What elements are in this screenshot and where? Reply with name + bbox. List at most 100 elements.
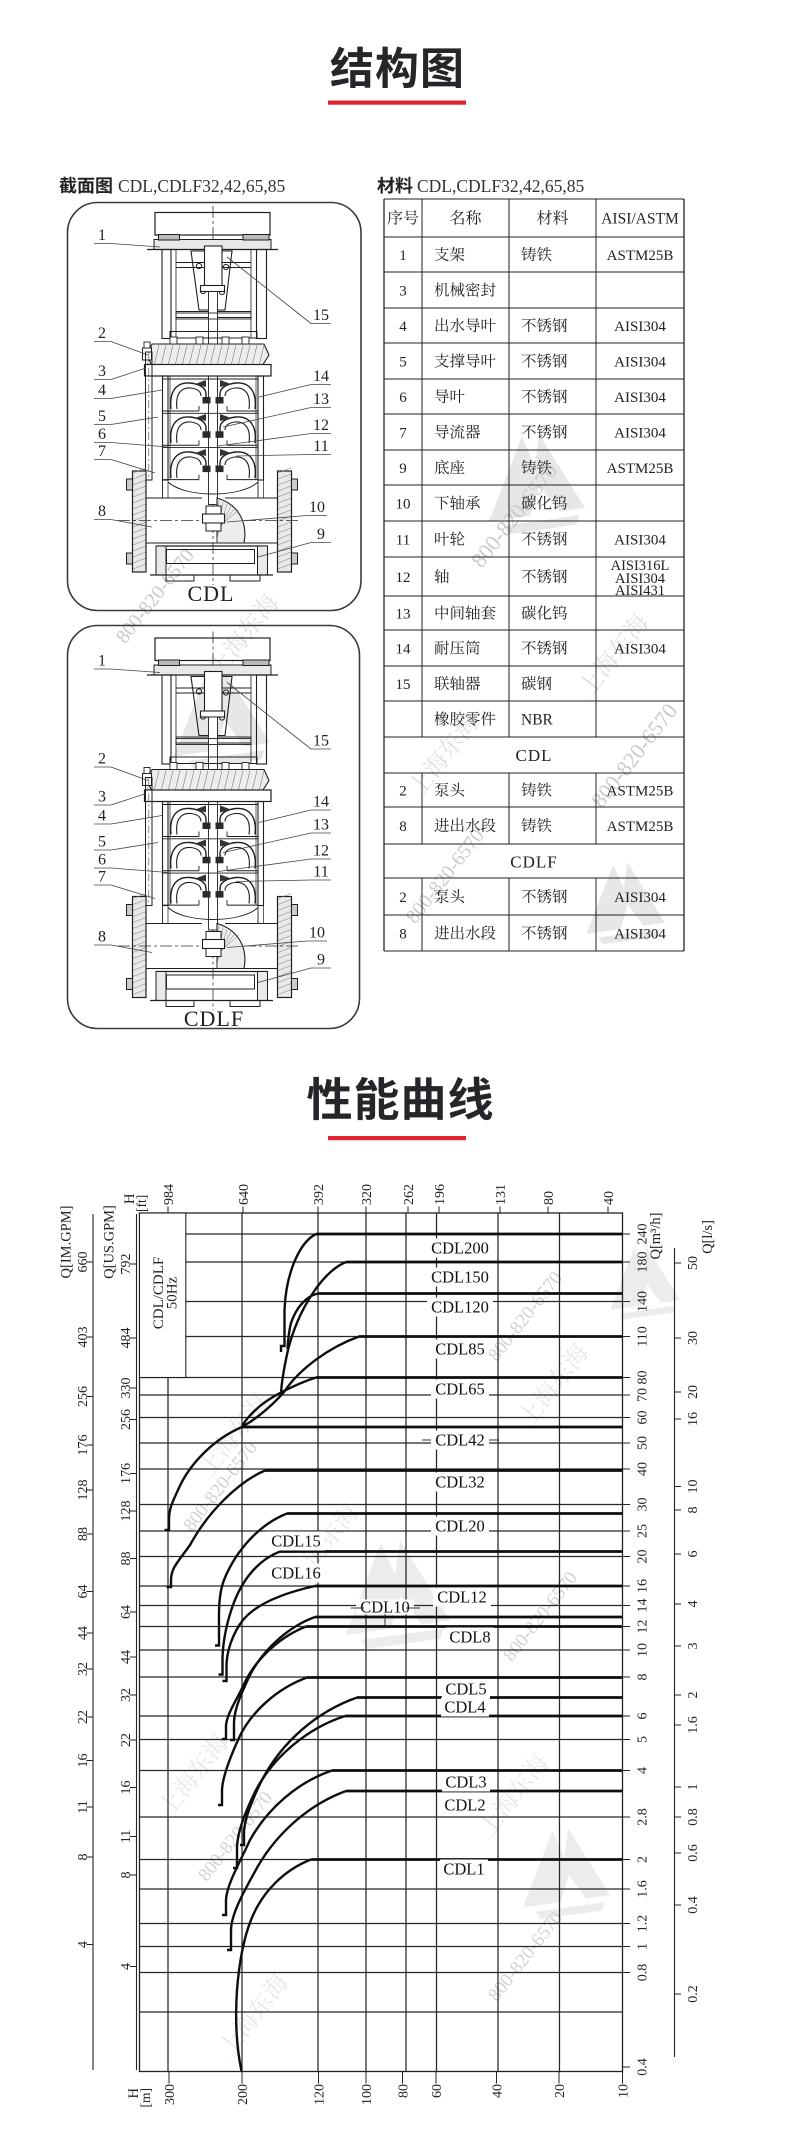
svg-text:H: H	[122, 1193, 138, 1204]
svg-text:8: 8	[636, 1674, 651, 1681]
svg-text:403: 403	[76, 1327, 91, 1348]
svg-text:11: 11	[119, 1830, 134, 1843]
svg-text:5: 5	[399, 355, 407, 371]
svg-text:4: 4	[399, 319, 407, 335]
svg-text:262: 262	[402, 1184, 417, 1205]
svg-text:22: 22	[119, 1733, 134, 1747]
svg-text:64: 64	[119, 1605, 134, 1619]
svg-text:40: 40	[636, 1462, 651, 1476]
svg-text:14: 14	[636, 1599, 651, 1613]
svg-text:CDL42: CDL42	[435, 1431, 485, 1450]
svg-text:0.8: 0.8	[686, 1808, 701, 1826]
svg-text:6: 6	[98, 426, 106, 443]
svg-text:AISI431: AISI431	[615, 583, 665, 599]
svg-text:3: 3	[399, 284, 407, 300]
svg-text:44: 44	[119, 1650, 134, 1664]
svg-text:Q[l/s]: Q[l/s]	[700, 1220, 716, 1254]
svg-text:10: 10	[617, 2084, 632, 2098]
svg-text:6: 6	[399, 390, 407, 406]
svg-text:[m]: [m]	[138, 2088, 153, 2108]
svg-text:AISI304: AISI304	[615, 571, 666, 587]
svg-text:11: 11	[313, 438, 328, 455]
svg-text:1.6: 1.6	[686, 1716, 701, 1734]
svg-text:CDL85: CDL85	[435, 1340, 485, 1359]
svg-text:20: 20	[553, 2084, 568, 2098]
svg-text:CDL200: CDL200	[431, 1239, 489, 1258]
svg-text:1.2: 1.2	[636, 1915, 651, 1933]
svg-text:0.6: 0.6	[686, 1844, 701, 1862]
svg-text:0.2: 0.2	[686, 1985, 701, 2003]
svg-text:AISI304: AISI304	[614, 390, 666, 406]
svg-text:240: 240	[636, 1224, 651, 1245]
svg-text:32: 32	[76, 1662, 91, 1676]
svg-text:CDLF: CDLF	[184, 1006, 244, 1031]
svg-text:7: 7	[399, 426, 407, 442]
svg-text:ASTM25B: ASTM25B	[607, 248, 674, 264]
svg-text:392: 392	[312, 1184, 327, 1205]
svg-text:0.8: 0.8	[636, 1964, 651, 1982]
svg-text:8: 8	[98, 503, 106, 520]
svg-text:2: 2	[98, 325, 106, 342]
svg-text:11: 11	[76, 1800, 91, 1813]
svg-text:330: 330	[119, 1378, 134, 1399]
svg-text:128: 128	[76, 1480, 91, 1501]
svg-text:CDL150: CDL150	[431, 1268, 489, 1287]
svg-text:320: 320	[360, 1184, 375, 1205]
svg-text:176: 176	[76, 1435, 91, 1456]
svg-text:16: 16	[636, 1579, 651, 1593]
svg-text:CDL120: CDL120	[431, 1298, 489, 1317]
svg-text:16: 16	[119, 1781, 134, 1795]
svg-text:ASTM25B: ASTM25B	[607, 819, 674, 835]
svg-text:CDL4: CDL4	[444, 1698, 485, 1717]
svg-text:10: 10	[686, 1480, 701, 1494]
svg-text:AISI/ASTM: AISI/ASTM	[601, 211, 679, 228]
svg-text:AISI304: AISI304	[614, 355, 666, 371]
svg-text:12: 12	[313, 417, 329, 434]
svg-text:CDL8: CDL8	[449, 1628, 490, 1647]
svg-text:2: 2	[399, 890, 407, 906]
svg-text:4: 4	[76, 1941, 91, 1948]
svg-text:2: 2	[399, 784, 407, 800]
svg-text:12: 12	[396, 570, 411, 586]
svg-text:256: 256	[119, 1409, 134, 1430]
svg-text:60: 60	[636, 1411, 651, 1425]
svg-text:[ft]: [ft]	[134, 1195, 149, 1212]
svg-text:5: 5	[98, 408, 106, 425]
svg-text:2: 2	[686, 1692, 701, 1699]
svg-text:13: 13	[313, 391, 329, 408]
svg-text:CDL10: CDL10	[360, 1598, 410, 1617]
svg-text:AISI304: AISI304	[614, 642, 666, 658]
svg-text:AISI304: AISI304	[614, 319, 666, 335]
svg-text:AISI304: AISI304	[614, 533, 666, 549]
svg-text:Q[IM.GPM]: Q[IM.GPM]	[59, 1206, 75, 1279]
svg-text:16: 16	[686, 1412, 701, 1426]
svg-text:80: 80	[397, 2084, 412, 2098]
svg-text:2: 2	[636, 1856, 651, 1863]
svg-text:H: H	[126, 2087, 142, 2098]
svg-text:CDL3: CDL3	[445, 1773, 486, 1792]
svg-text:15: 15	[396, 677, 411, 693]
svg-text:7: 7	[98, 443, 106, 460]
svg-text:4: 4	[686, 1601, 701, 1608]
svg-text:100: 100	[360, 2084, 375, 2105]
svg-text:20: 20	[636, 1550, 651, 1564]
svg-text:128: 128	[119, 1501, 134, 1522]
svg-text:4: 4	[636, 1767, 651, 1774]
svg-text:10: 10	[636, 1643, 651, 1657]
svg-text:1: 1	[399, 248, 407, 264]
svg-text:484: 484	[119, 1328, 134, 1349]
svg-text:196: 196	[433, 1184, 448, 1205]
svg-text:8: 8	[686, 1507, 701, 1514]
svg-text:1: 1	[636, 1943, 651, 1950]
svg-text:32: 32	[119, 1688, 134, 1702]
svg-text:CDL16: CDL16	[271, 1564, 321, 1583]
svg-text:984: 984	[162, 1184, 177, 1205]
svg-text:CDL: CDL	[188, 581, 235, 606]
svg-text:200: 200	[236, 2084, 251, 2105]
svg-text:Q[m³/h]: Q[m³/h]	[648, 1212, 664, 1259]
svg-text:CDL20: CDL20	[435, 1517, 485, 1536]
svg-text:4: 4	[119, 1963, 134, 1970]
svg-text:70: 70	[636, 1388, 651, 1402]
svg-text:300: 300	[163, 2084, 178, 2105]
svg-text:20: 20	[686, 1385, 701, 1399]
